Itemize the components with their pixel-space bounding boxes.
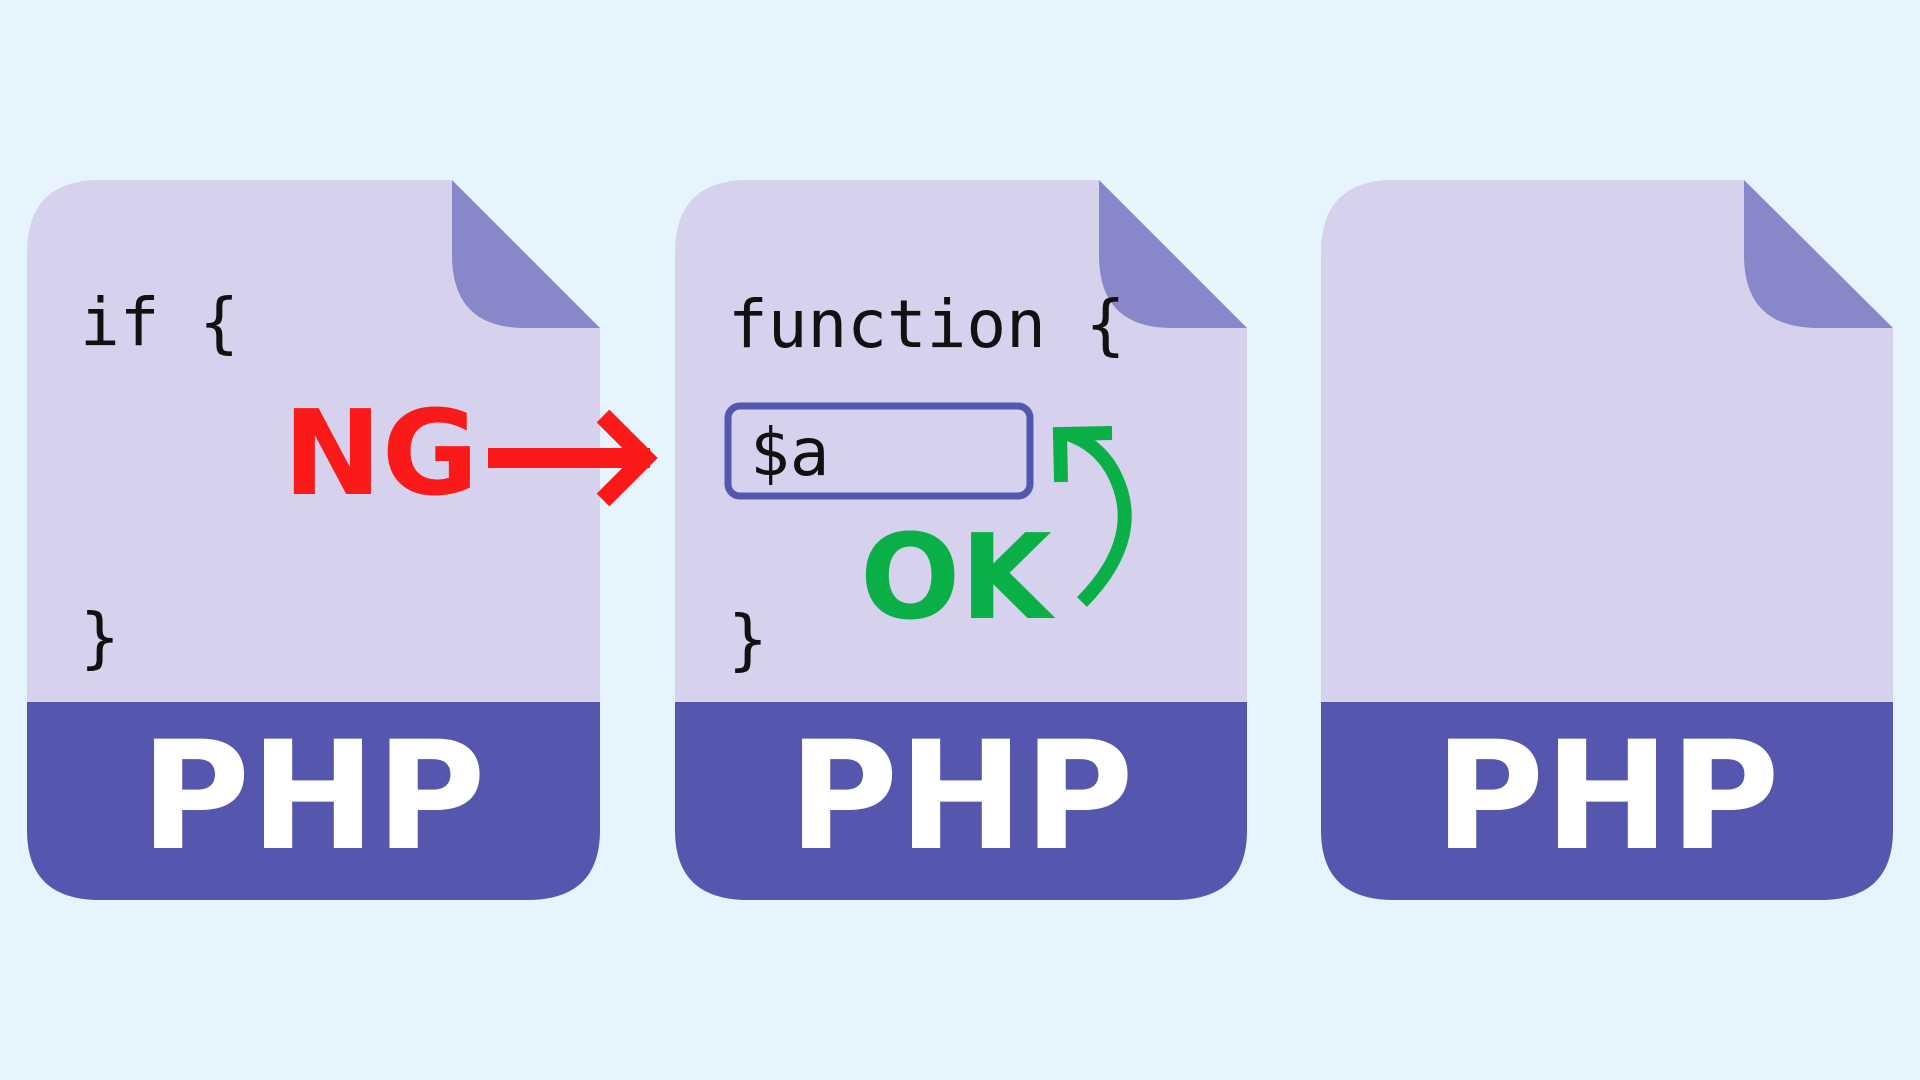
- ng-label: NG: [283, 384, 479, 522]
- file-3-body: [1321, 180, 1893, 702]
- php-file-1: PHP if { } NG: [27, 180, 600, 900]
- arrow-right-icon: [488, 409, 658, 507]
- php-file-2: PHP function { $a } OK: [675, 180, 1247, 900]
- file-1-code-open: if {: [80, 284, 239, 361]
- file-2-label: PHP: [788, 710, 1133, 884]
- file-3-band: [1321, 702, 1893, 900]
- file-3-label: PHP: [1434, 710, 1779, 884]
- file-2-band: [675, 702, 1247, 900]
- file-1-code-close: }: [80, 599, 120, 676]
- variable-name: $a: [750, 414, 829, 491]
- file-3-fold-icon: [1744, 180, 1893, 328]
- variable-box: [724, 402, 1034, 500]
- file-2-code-close: }: [728, 601, 768, 678]
- file-1-body: [27, 180, 600, 702]
- php-file-3: PHP: [1321, 180, 1893, 900]
- file-2-code-open: function {: [728, 286, 1125, 363]
- file-1-fold-icon: [452, 180, 600, 328]
- file-1-label: PHP: [140, 710, 485, 884]
- file-2-fold-icon: [1099, 180, 1247, 328]
- file-1-band: [27, 702, 600, 900]
- curved-arrow-up-icon: [1052, 426, 1132, 607]
- ok-label: OK: [860, 508, 1056, 646]
